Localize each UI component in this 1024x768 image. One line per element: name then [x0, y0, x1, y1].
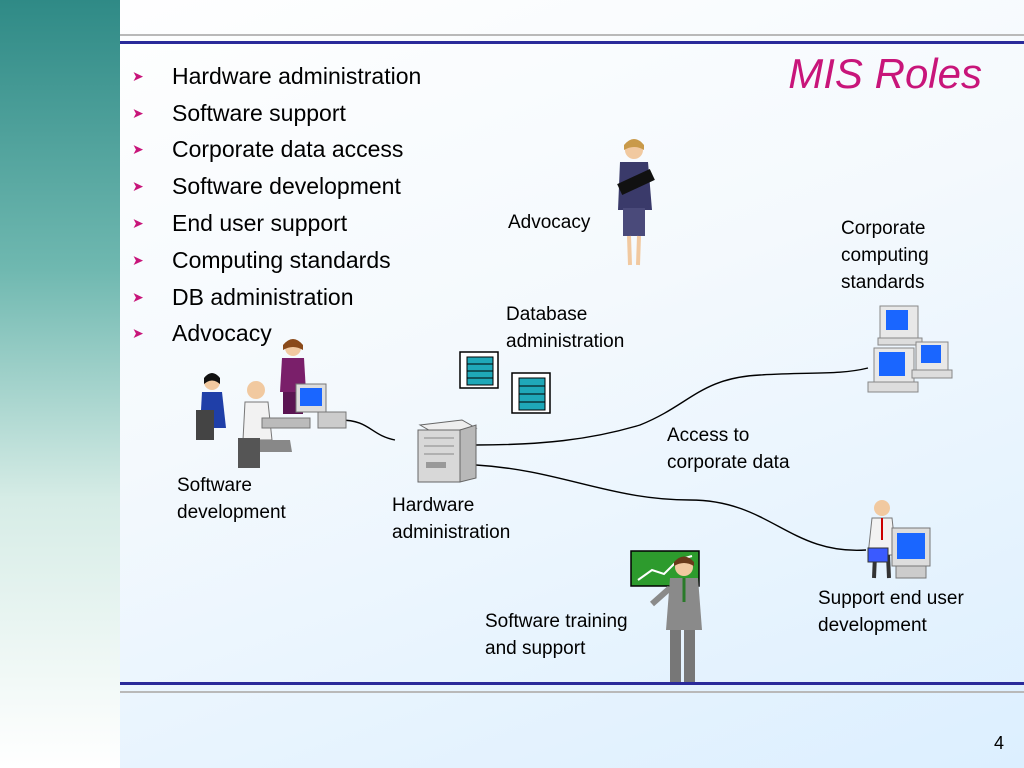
computer-icon	[877, 305, 923, 346]
page-number: 4	[993, 733, 1004, 753]
connector-line-software-dev	[339, 419, 396, 441]
bullet-item: ➤DB administration	[128, 279, 421, 316]
connector-line-end-user	[475, 464, 867, 551]
bullet-item: ➤Software development	[128, 168, 421, 205]
arrow-bullet-icon: ➤	[132, 104, 144, 121]
bullet-item: ➤Hardware administration	[128, 58, 421, 95]
label-software-dev: Software development	[177, 475, 286, 523]
database-icon	[511, 372, 551, 414]
label-hardware-admin: Hardware administration	[392, 495, 511, 543]
trainer-person-icon	[630, 550, 702, 682]
database-icon	[459, 351, 499, 389]
top-rule-gray	[120, 34, 1024, 36]
bullet-item: ➤Computing standards	[128, 242, 421, 279]
arrow-bullet-icon: ➤	[132, 251, 144, 268]
arrow-bullet-icon: ➤	[132, 67, 144, 84]
sidebar-gradient	[0, 0, 120, 768]
label-corporate-standards: Corporate computing standards	[841, 218, 929, 293]
bullet-item: ➤End user support	[128, 205, 421, 242]
arrow-bullet-icon: ➤	[132, 215, 144, 232]
slide-title: MIS Roles	[788, 50, 982, 97]
advocacy-person-icon	[617, 139, 655, 266]
connector-line-corporate-standards	[475, 367, 869, 446]
bullet-item: ➤Advocacy	[128, 316, 421, 353]
arrow-bullet-icon: ➤	[132, 178, 144, 195]
label-access-data: Access to corporate data	[667, 425, 790, 473]
bottom-rule-blue	[120, 682, 1024, 685]
end-user-person-icon	[867, 500, 931, 579]
arrow-bullet-icon: ➤	[132, 288, 144, 305]
top-rule-blue	[120, 41, 1024, 44]
arrow-bullet-icon: ➤	[132, 141, 144, 158]
label-training: Software training and support	[485, 611, 628, 659]
arrow-bullet-icon: ➤	[132, 325, 144, 342]
bullet-item: ➤Software support	[128, 95, 421, 132]
computer-icon	[911, 341, 953, 379]
bullet-item: ➤Corporate data access	[128, 132, 421, 169]
label-database-admin: Database administration	[506, 304, 625, 352]
computer-icon	[867, 347, 919, 393]
label-end-user: Support end user development	[818, 588, 964, 636]
bottom-rule-gray	[120, 691, 1024, 693]
bullet-list: ➤Hardware administration ➤Software suppo…	[128, 58, 421, 352]
software-developers-icon	[196, 339, 347, 468]
label-advocacy: Advocacy	[508, 212, 591, 233]
server-icon	[417, 419, 478, 483]
